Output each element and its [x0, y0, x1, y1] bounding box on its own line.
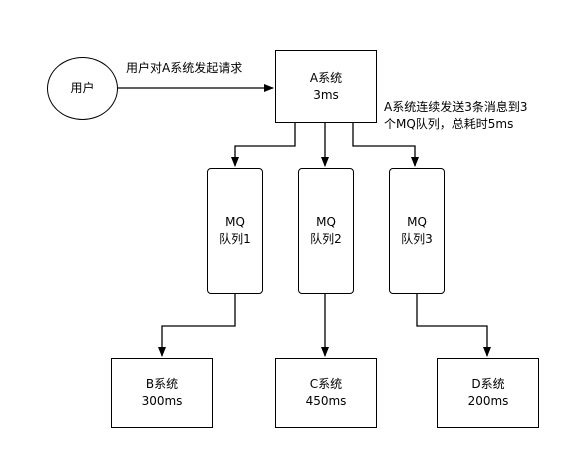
queue-1-node: MQ 队列1	[207, 168, 263, 294]
system-a-node: A系统 3ms	[275, 50, 377, 123]
system-b-name: B系统	[145, 377, 179, 391]
system-a-name: A系统	[309, 70, 343, 85]
queue-3-line-2: 队列3	[401, 232, 433, 246]
request-label: 用户对A系统发起请求	[126, 61, 243, 75]
arrow-queue-3-to-d	[416, 294, 491, 357]
system-b-time: 300ms	[141, 394, 183, 408]
system-d-time: 200ms	[467, 394, 509, 408]
system-d-name: D系统	[471, 377, 505, 391]
system-a-time: 3ms	[313, 87, 339, 102]
user-node: 用户	[47, 57, 118, 120]
system-b-node: B系统 300ms	[111, 358, 213, 428]
queue-2-node: MQ 队列2	[298, 168, 354, 294]
queue-2-line-2: 队列2	[310, 232, 342, 246]
system-d-node: D系统 200ms	[437, 358, 539, 428]
system-c-node: C系统 450ms	[275, 358, 377, 428]
queue-2-line-1: MQ	[316, 215, 336, 229]
user-label: 用户	[70, 81, 95, 95]
system-c-name: C系统	[309, 377, 343, 391]
queue-3-node: MQ 队列3	[389, 168, 445, 294]
note-line-1: A系统连续发送3条消息到3	[384, 100, 528, 114]
queue-1-line-1: MQ	[225, 215, 245, 229]
note-line-2: 个MQ队列，总耗时5ms	[384, 117, 514, 131]
queue-3-line-1: MQ	[407, 215, 427, 229]
queue-1-line-2: 队列1	[219, 232, 251, 246]
arrow-a-to-queue-3	[352, 123, 419, 167]
arrow-queue-1-to-b	[158, 294, 236, 357]
arrow-a-to-queue-1	[231, 123, 296, 167]
system-c-time: 450ms	[305, 394, 347, 408]
